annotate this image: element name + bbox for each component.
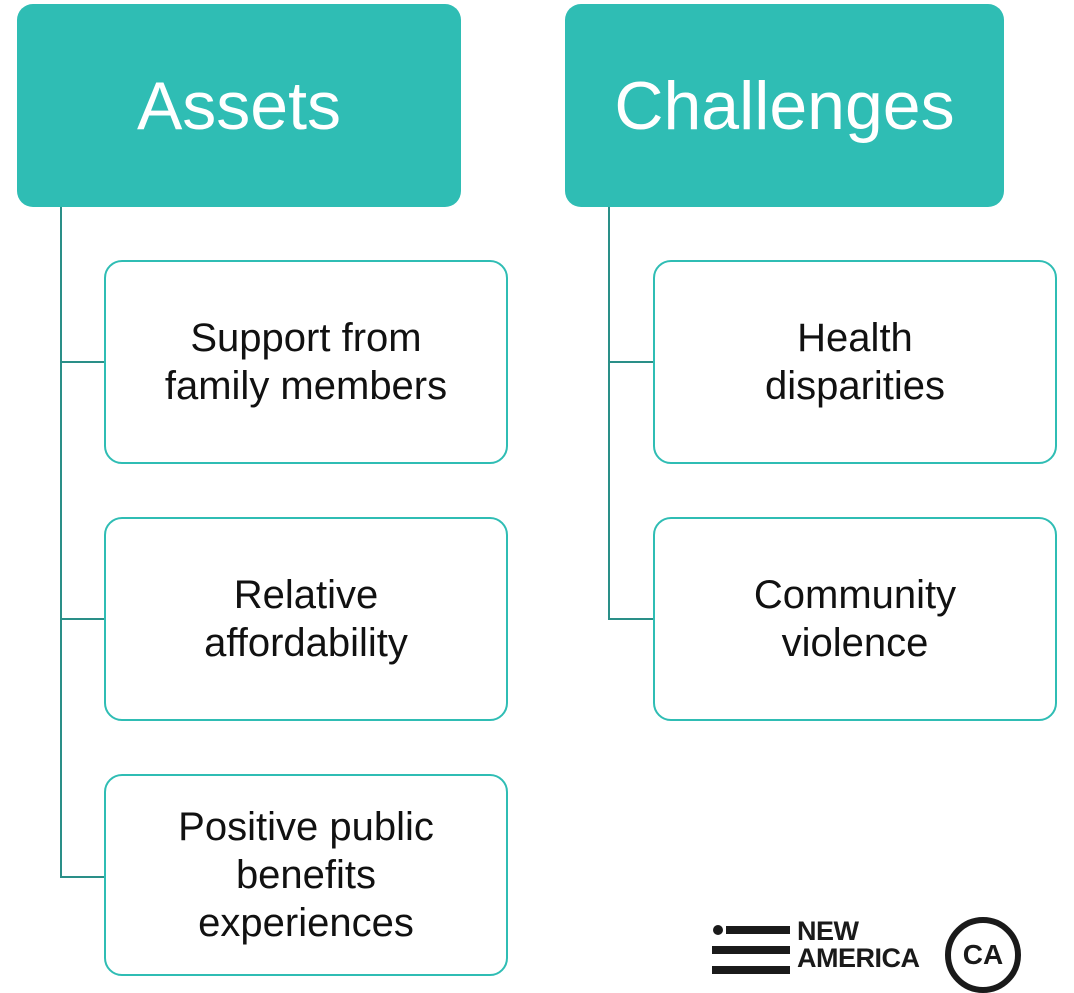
assets-connector-vertical <box>60 207 62 877</box>
challenges-header: Challenges <box>565 4 1004 207</box>
assets-connector-2 <box>60 618 104 620</box>
challenges-item-label: Community violence <box>753 573 957 665</box>
assets-item-public-benefits: Positive public benefits experiences <box>104 774 508 976</box>
challenges-item-violence: Community violence <box>653 517 1057 721</box>
challenges-connector-1 <box>608 361 653 363</box>
ca-logo-text: CA <box>962 939 1004 970</box>
challenges-connector-2 <box>608 618 653 620</box>
new-america-logo-icon <box>712 925 790 974</box>
assets-connector-1 <box>60 361 104 363</box>
challenges-item-health: Health disparities <box>653 260 1057 464</box>
assets-header: Assets <box>17 4 461 207</box>
new-america-line2: AMERICA <box>797 943 920 973</box>
ca-logo: CA <box>945 917 1021 993</box>
assets-item-support: Support from family members <box>104 260 508 464</box>
challenges-title: Challenges <box>614 67 955 144</box>
challenges-item-label: Health disparities <box>764 316 946 408</box>
assets-item-label: Relative affordability <box>204 573 408 665</box>
challenges-connector-vertical <box>608 207 610 620</box>
assets-item-label: Support from family members <box>164 316 448 408</box>
assets-title: Assets <box>136 67 342 144</box>
new-america-logo-text: NEW AMERICA <box>797 918 920 972</box>
new-america-line1: NEW <box>797 916 859 946</box>
assets-item-affordability: Relative affordability <box>104 517 508 721</box>
assets-connector-3 <box>60 876 104 878</box>
assets-item-label: Positive public benefits experiences <box>178 805 434 945</box>
